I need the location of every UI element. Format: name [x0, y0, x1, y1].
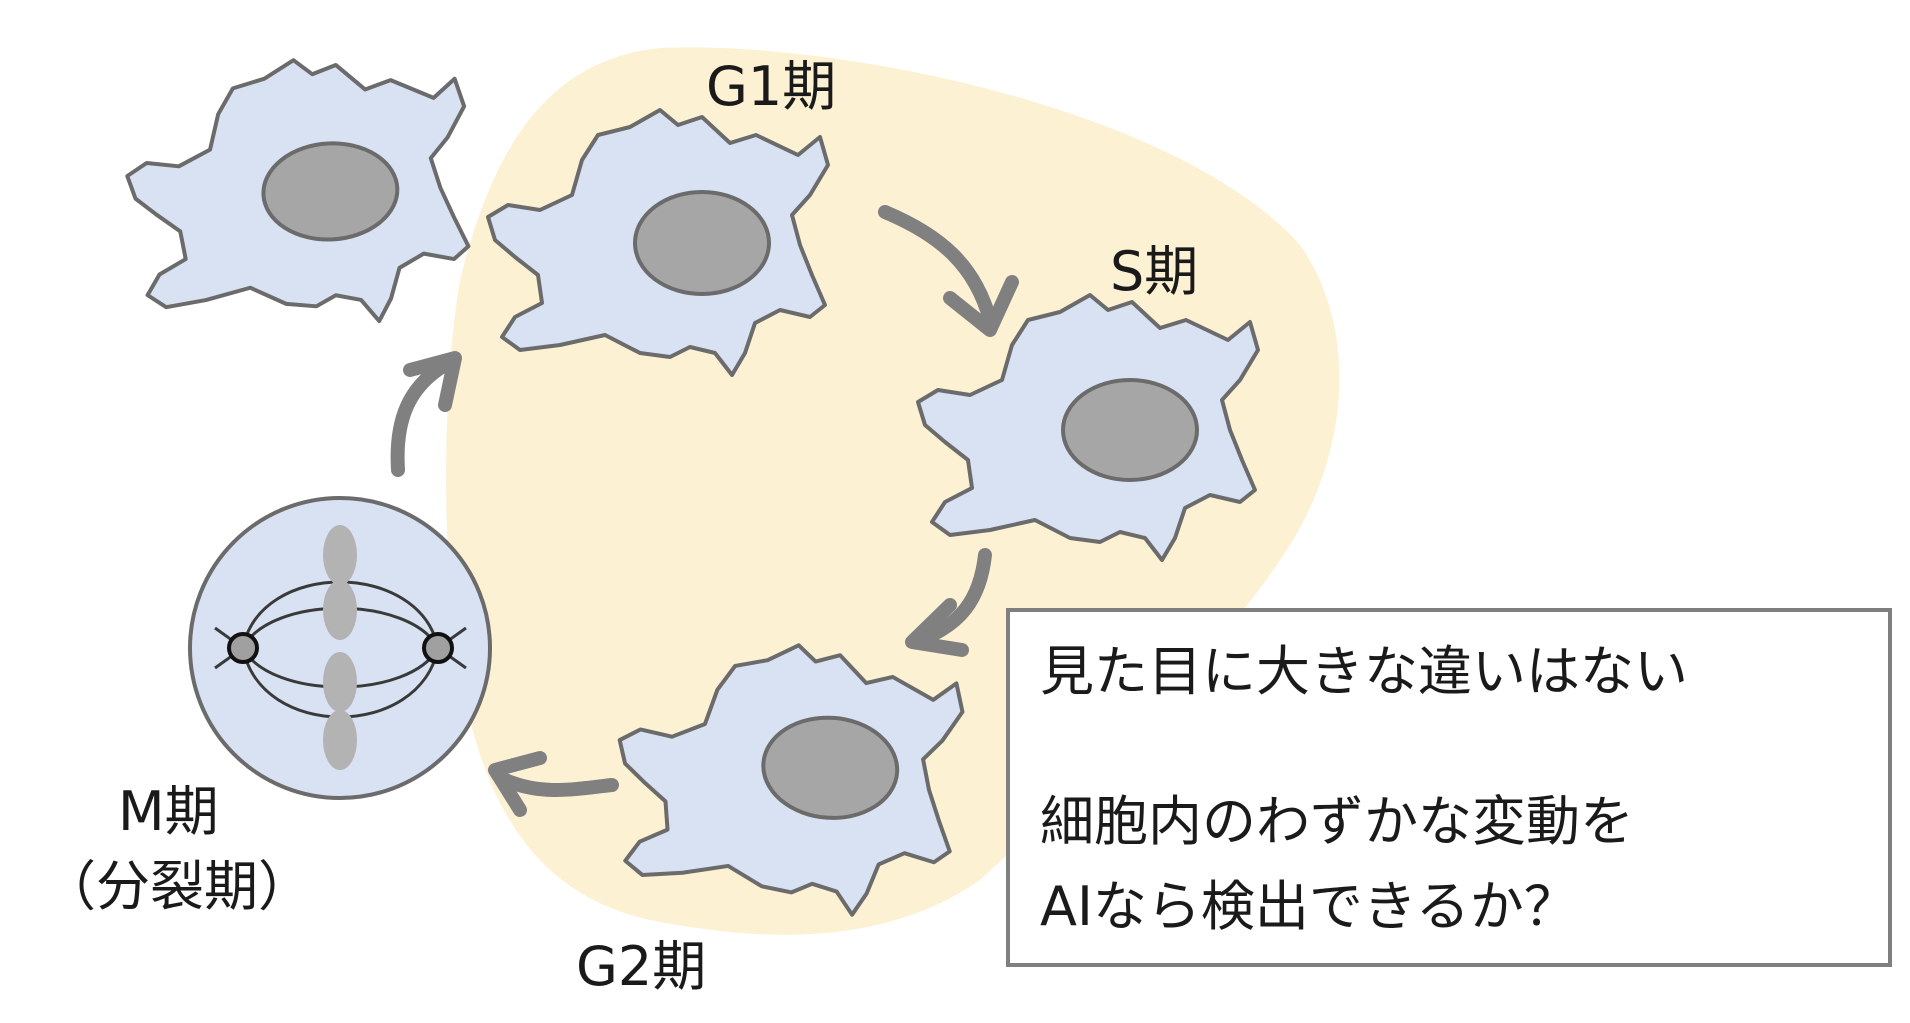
label-m-sub: （分裂期）	[42, 855, 312, 918]
chromosomes	[323, 525, 357, 770]
cell-g2	[606, 631, 969, 924]
centrosome-left	[227, 632, 259, 664]
arrow-g1-to-s	[878, 205, 997, 327]
arrow-s-to-g2	[913, 548, 992, 647]
nucleus	[1061, 378, 1199, 482]
cycle-arrows	[390, 205, 1019, 817]
label-g2: G2期	[576, 935, 706, 998]
cell-s	[916, 293, 1260, 562]
label-g1: G1期	[706, 55, 836, 118]
label-s: S期	[1110, 240, 1198, 303]
label-m: M期	[118, 780, 219, 843]
note-box: 見た目に大きな違いはない 細胞内のわずかな変動を AIなら検出できるか？	[1006, 608, 1892, 967]
note-line-1: 見た目に大きな違いはない	[1040, 640, 1688, 703]
cell-m-phase	[188, 496, 492, 800]
cell-g1	[486, 108, 830, 377]
note-line-2: 細胞内のわずかな変動を	[1040, 790, 1634, 853]
nucleus	[633, 190, 771, 296]
cell-daughter	[122, 51, 475, 333]
centrosome-right	[422, 632, 454, 664]
arrow-g2-to-m	[498, 773, 619, 797]
nucleus	[761, 715, 900, 820]
note-line-3: AIなら検出できるか？	[1040, 875, 1578, 938]
arrow-m-to-g1	[390, 355, 457, 477]
